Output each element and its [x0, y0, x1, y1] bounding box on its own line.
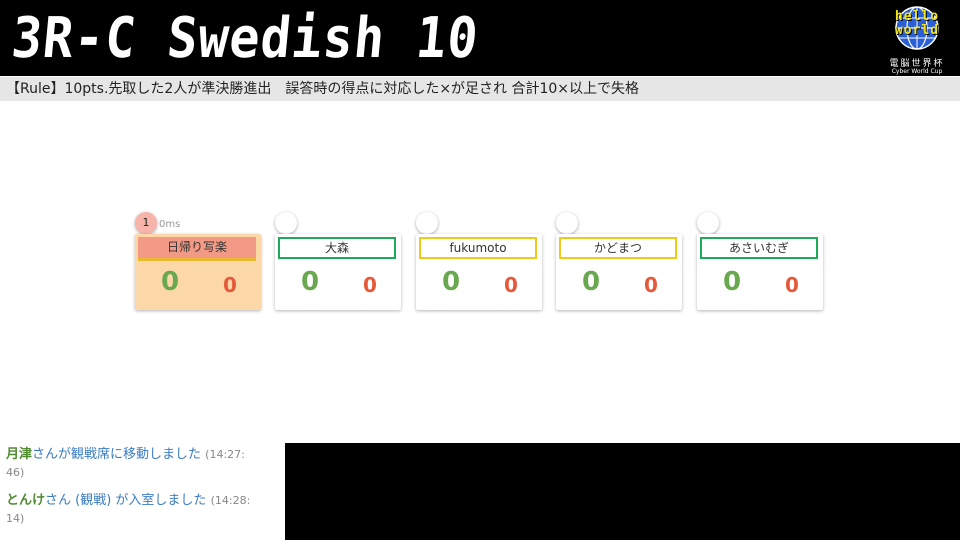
chat-message-time-cont: 46)	[6, 461, 281, 485]
chat-user: とんけ	[6, 493, 46, 508]
chat-user: 月津	[6, 447, 33, 462]
correct-count: 0	[161, 267, 180, 297]
wrong-count: 0	[504, 273, 518, 297]
rule-text: 【Rule】10pts.先取した2人が準決勝進出 誤答時の得点に対応した×が足さ…	[6, 81, 640, 97]
logo-text-hello: hello	[894, 9, 940, 24]
player-panel: fukumoto 0 0	[416, 234, 542, 310]
buzz-time: 0ms	[159, 219, 181, 230]
logo-text-world: world	[894, 23, 940, 38]
correct-count: 0	[582, 267, 601, 297]
chat-message: 月津さんが観戦席に移動しました (14:27:	[6, 443, 281, 467]
page-title: 3R-C Swedish 10	[8, 5, 482, 71]
chat-time: (14:27:	[205, 448, 245, 461]
rank-badge: 1	[135, 212, 157, 234]
player-name: 日帰り写楽	[138, 237, 256, 261]
player-card-1: 1 0ms 日帰り写楽 0 0	[135, 212, 261, 310]
rank-badge	[697, 212, 719, 234]
chat-text: さんが観戦席に移動しました	[32, 447, 202, 462]
player-card-2: 大森 0 0	[275, 212, 401, 310]
chat-message-time-cont: 14)	[6, 507, 281, 531]
logo-jp-text: 電脳世界杯	[889, 59, 945, 69]
video-overlay-area	[285, 443, 960, 540]
player-panel: 日帰り写楽 0 0	[135, 234, 261, 310]
chat-log[interactable]: 月津さんが観戦席に移動しました (14:27: 46) とんけさん (観戦) が…	[0, 443, 285, 540]
logo-en-text: Cyber World Cup	[891, 68, 943, 75]
rank-badge	[556, 212, 578, 234]
correct-count: 0	[301, 267, 320, 297]
player-panel: 大森 0 0	[275, 234, 401, 310]
player-panel: かどまつ 0 0	[556, 234, 682, 310]
correct-count: 0	[442, 267, 461, 297]
header-bar: 3R-C Swedish 10 hello world 電脳世界杯 Cyber …	[0, 0, 960, 76]
player-card-5: あさいむぎ 0 0	[697, 212, 823, 310]
player-name: fukumoto	[419, 237, 537, 259]
cyber-world-cup-logo: hello world 電脳世界杯 Cyber World Cup	[882, 4, 952, 75]
player-name: 大森	[278, 237, 396, 259]
player-card-4: かどまつ 0 0	[556, 212, 682, 310]
wrong-count: 0	[644, 273, 658, 297]
rule-bar: 【Rule】10pts.先取した2人が準決勝進出 誤答時の得点に対応した×が足さ…	[0, 77, 960, 101]
chat-time: (14:28:	[210, 494, 251, 507]
chat-message: とんけさん (観戦) が入室しました (14:28:	[6, 489, 281, 513]
chat-time-cont: 46)	[6, 466, 25, 479]
globe-icon	[895, 6, 939, 50]
wrong-count: 0	[223, 273, 237, 297]
player-name: あさいむぎ	[700, 237, 818, 259]
player-name: かどまつ	[559, 237, 677, 259]
player-panel: あさいむぎ 0 0	[697, 234, 823, 310]
rank-badge	[275, 212, 297, 234]
wrong-count: 0	[785, 273, 799, 297]
player-card-3: fukumoto 0 0	[416, 212, 542, 310]
correct-count: 0	[723, 267, 742, 297]
rank-badge	[416, 212, 438, 234]
chat-time-cont: 14)	[6, 512, 25, 525]
chat-text: さん (観戦) が入室しました	[45, 493, 207, 508]
wrong-count: 0	[363, 273, 377, 297]
